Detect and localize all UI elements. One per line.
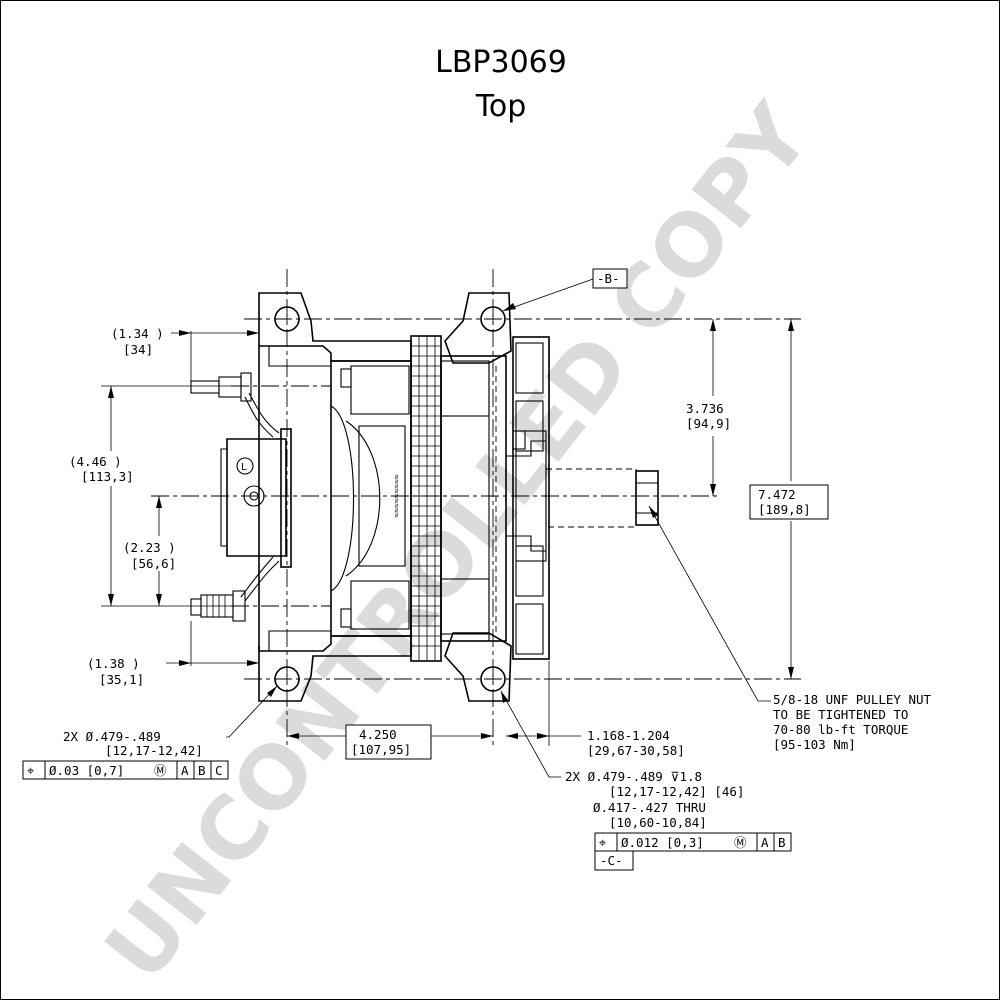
rear-connector-box: L bbox=[220, 428, 292, 568]
left-feature-control-frame: ⌖ Ø.03 [0,7] Ⓜ A B C bbox=[22, 760, 229, 780]
ground-symbol: L bbox=[241, 462, 247, 473]
mounting-hole-bottom-left bbox=[274, 666, 300, 692]
pulley-nut-note: 5/8-18 UNF PULLEY NUT TO BE TIGHTENED TO… bbox=[773, 692, 932, 752]
pulley-note-line-1: 5/8-18 UNF PULLEY NUT bbox=[773, 692, 932, 707]
pulley-note-line-4: [95-103 Nm] bbox=[773, 737, 856, 752]
dim-2-23: (2.23 ) bbox=[123, 540, 176, 555]
brand-nameplate-text: ≈≈≈≈≈≈≈≈≈ bbox=[392, 474, 401, 518]
position-tolerance-icon: ⌖ bbox=[27, 763, 35, 778]
datum-b: -B- bbox=[592, 268, 628, 289]
dim-4-46: (4.46 ) bbox=[69, 454, 122, 469]
right-fcf-datum-b: B bbox=[778, 835, 786, 850]
pulley-note-line-2: TO BE TIGHTENED TO bbox=[773, 707, 908, 722]
front-housing bbox=[440, 355, 507, 642]
dim-1-168-metric: [29,67-30,58] bbox=[587, 743, 685, 758]
mounting-hole-bottom-right bbox=[480, 666, 506, 692]
dimension-text: (1.34 ) [34] (4.46 ) [113,3] (2.23 ) [56… bbox=[69, 326, 829, 760]
output-terminals bbox=[190, 372, 280, 622]
cooling-fan bbox=[512, 336, 550, 660]
dim-1-38-metric: [35,1] bbox=[99, 672, 144, 687]
dim-4-250-metric: [107,95] bbox=[351, 742, 411, 757]
part-number-title: LBP3069 bbox=[435, 45, 567, 80]
left-fcf-mmc-icon: Ⓜ bbox=[154, 763, 167, 778]
ground-terminal-icon bbox=[236, 457, 254, 475]
uncontrolled-copy-watermark: UNCONTROLLED COPY bbox=[87, 86, 831, 999]
right-position-tolerance-icon: ⌖ bbox=[599, 835, 607, 850]
dim-1-34-metric: [34] bbox=[123, 342, 153, 357]
dim-1-34: (1.34 ) bbox=[111, 326, 164, 341]
dim-1-38: (1.38 ) bbox=[87, 656, 140, 671]
dim-4-46-metric: [113,3] bbox=[81, 469, 134, 484]
right-feature-control-frame: ⌖ Ø.012 [0,3] Ⓜ A B -C- bbox=[594, 832, 792, 871]
dimension-arrowheads bbox=[108, 303, 794, 739]
dim-2-23-metric: [56,6] bbox=[131, 556, 176, 571]
left-fcf-datum-c: C bbox=[215, 763, 223, 778]
right-hole-callout: 2X Ø.479-.489 ⊽1.8 [12,17-12,42] [46] Ø.… bbox=[565, 769, 792, 871]
right-fcf-mmc-icon: Ⓜ bbox=[734, 835, 747, 850]
pulley-note-line-3: 70-80 lb-ft TORQUE bbox=[773, 722, 908, 737]
right-hole-note-line-1: 2X Ø.479-.489 ⊽1.8 bbox=[565, 769, 702, 784]
mounting-hole-top-left bbox=[274, 306, 300, 332]
left-fcf-tolerance: Ø.03 [0,7] bbox=[49, 763, 124, 778]
left-hole-callout: 2X Ø.479-.489 [12,17-12,42] ⌖ Ø.03 [0,7]… bbox=[22, 729, 229, 780]
mounting-hole-top-right bbox=[480, 306, 506, 332]
right-hole-note-line-4: [10,60-10,84] bbox=[609, 815, 707, 830]
right-hole-note-line-2: [12,17-12,42] [46] bbox=[609, 784, 744, 799]
dim-7-472-metric: [189,8] bbox=[758, 502, 811, 517]
right-fcf-datum-a: A bbox=[761, 835, 769, 850]
dim-7-472: 7.472 bbox=[758, 487, 796, 502]
left-hole-note-line-2: [12,17-12,42] bbox=[105, 743, 203, 758]
datum-b-label: -B- bbox=[597, 271, 620, 286]
pulley-nut bbox=[635, 470, 659, 526]
datum-c-label: -C- bbox=[600, 853, 623, 868]
shaft-and-pulley-nut bbox=[506, 430, 659, 552]
dim-1-168: 1.168-1.204 bbox=[587, 728, 670, 743]
view-title: Top bbox=[475, 89, 527, 124]
dim-3-736-metric: [94,9] bbox=[686, 416, 731, 431]
dim-3-736: 3.736 bbox=[686, 401, 724, 416]
right-fcf-tolerance: Ø.012 [0,3] bbox=[621, 835, 704, 850]
left-fcf-datum-a: A bbox=[181, 763, 189, 778]
dim-4-250: 4.250 bbox=[359, 727, 397, 742]
dimension-lines bbox=[101, 278, 792, 778]
left-hole-note-line-1: 2X Ø.479-.489 bbox=[63, 729, 161, 744]
right-hole-note-line-3: Ø.417-.427 THRU bbox=[593, 800, 706, 815]
left-fcf-datum-b: B bbox=[198, 763, 206, 778]
